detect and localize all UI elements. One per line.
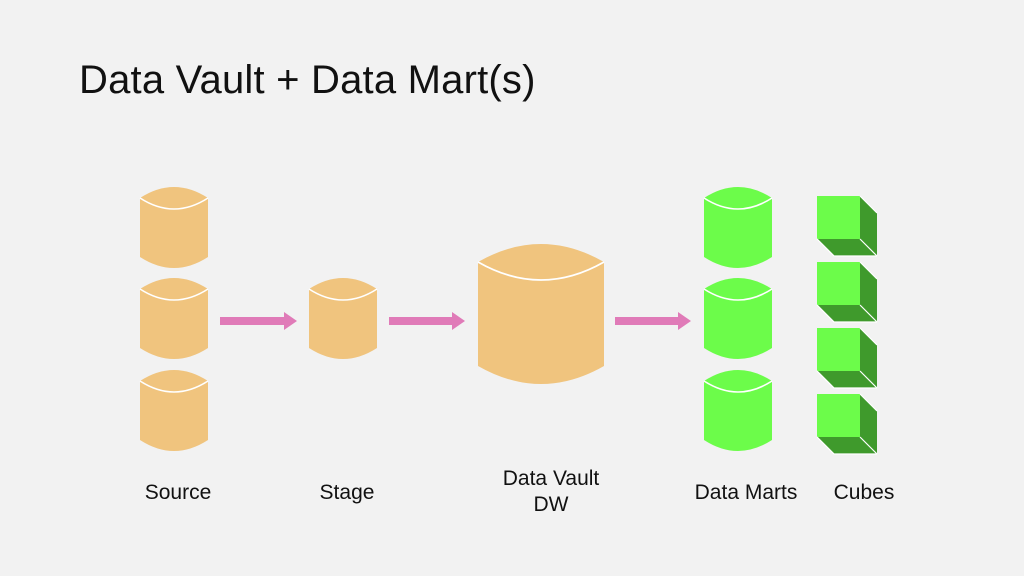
data-mart-database-icon — [703, 278, 773, 359]
arrow-source-to-stage — [220, 312, 297, 330]
label-cubes: Cubes — [833, 481, 895, 504]
label-stage: Stage — [319, 481, 375, 504]
slide-title: Data Vault + Data Mart(s) — [79, 58, 536, 102]
data-mart-database-icon — [703, 370, 773, 451]
arrow-datavault-to-marts — [615, 312, 691, 330]
label-data-marts: Data Marts — [694, 481, 798, 504]
cube-icon — [816, 393, 878, 455]
cube-icon — [816, 261, 878, 323]
source-database-icon — [139, 187, 209, 268]
label-data-vault-line2: DW — [533, 493, 569, 516]
source-database-icon — [139, 370, 209, 451]
data-mart-database-icon — [703, 187, 773, 268]
source-database-icon — [139, 278, 209, 359]
arrow-stage-to-datavault — [389, 312, 465, 330]
cube-icon — [816, 195, 878, 257]
label-data-vault-dw: Data Vault DW — [481, 466, 621, 518]
data-vault-database-icon — [477, 244, 605, 384]
label-data-vault-line1: Data Vault — [502, 467, 600, 490]
label-source: Source — [144, 481, 212, 504]
cube-icon — [816, 327, 878, 389]
stage-database-icon — [308, 278, 378, 359]
